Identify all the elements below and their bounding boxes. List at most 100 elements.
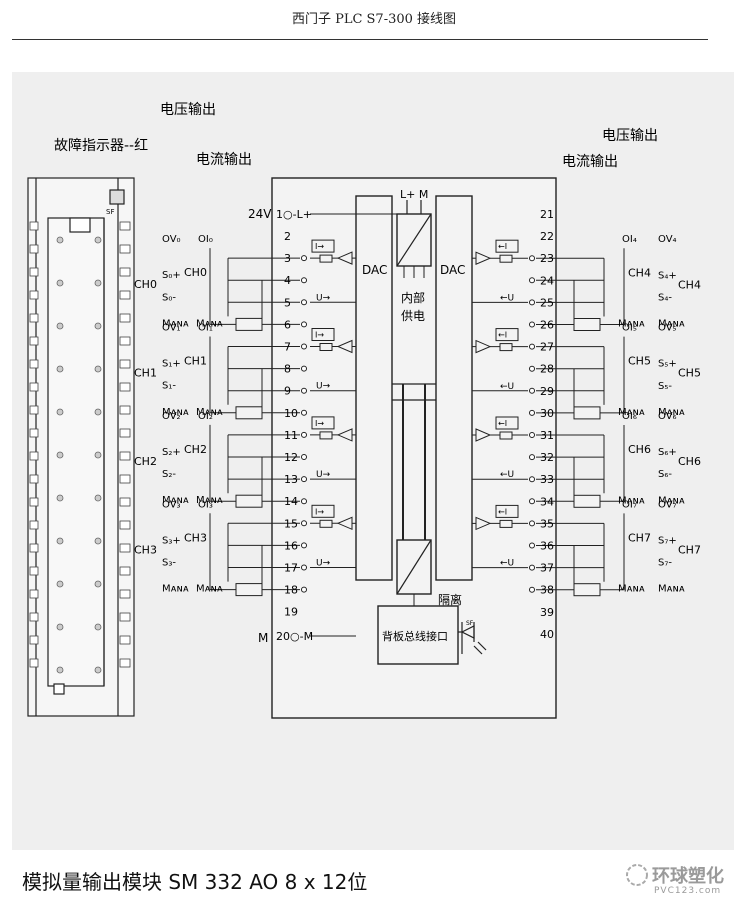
pin-39-label: 39 (540, 606, 554, 619)
load-resistor (235, 317, 263, 331)
pin-38-label: 38 (540, 584, 554, 597)
left-sense-plus-label: S₃+ (162, 535, 181, 546)
sf-label: SF (106, 208, 114, 216)
figure-caption: 模拟量输出模块 SM 332 AO 8 x 12位 (22, 870, 368, 894)
left-sense-minus-label: S₂- (162, 469, 176, 480)
left-mana-label: Mᴀɴᴀ (196, 495, 223, 506)
front-terminal-slot (119, 566, 131, 576)
front-terminal-slot (119, 221, 131, 231)
front-terminal-slot (29, 244, 39, 254)
right-oi-label: OI₆ (622, 411, 637, 422)
load-resistor (235, 406, 263, 420)
left-mana-label: Mᴀɴᴀ (162, 318, 189, 329)
left-mana-label: Mᴀɴᴀ (162, 407, 189, 418)
pin-35-label: 35 (540, 517, 554, 530)
front-terminal-slot (29, 589, 39, 599)
right-sense-minus-label: S₄- (658, 292, 672, 303)
current-source-box (311, 416, 335, 430)
left-sense-plus-label: S₂+ (162, 447, 181, 458)
pin-24-label: 24 (540, 274, 554, 287)
led-sf-label: SF (466, 620, 474, 627)
watermark-url: PVC123.com (654, 886, 722, 896)
left-mana-label: Mᴀɴᴀ (196, 318, 223, 329)
left-channel-label: CH1 (134, 367, 157, 380)
left-channel-label: CH0 (134, 278, 157, 291)
pin-4-label: 4 (284, 274, 291, 287)
left-ov-label: OV₁ (162, 323, 181, 334)
load-resistor (235, 494, 263, 508)
front-rivet (56, 580, 64, 588)
right-channel-label: CH5 (678, 367, 701, 380)
internal-power-label: 内部 (401, 290, 425, 305)
right-sense-minus-label: S₇- (658, 558, 672, 569)
front-terminal-slot (119, 520, 131, 530)
pin-30-label: 30 (540, 407, 554, 420)
pin-34-label: 34 (540, 495, 554, 508)
right-ov-label: OV₅ (658, 323, 677, 334)
pin-25-label: 25 (540, 296, 554, 309)
dac-label-right: DAC (440, 263, 465, 277)
right-channel-label: CH5 (628, 355, 651, 368)
current-source-box (495, 328, 519, 342)
supply-lplus-m-label: L+ M (400, 188, 428, 201)
front-terminal-slot (119, 497, 131, 507)
pin-12-terminal (301, 454, 307, 460)
front-rivet (94, 537, 102, 545)
pin-27-terminal (529, 343, 535, 350)
front-terminal-slot (29, 359, 39, 369)
right-mana-label: Mᴀɴᴀ (658, 319, 685, 330)
pin-8-label: 8 (284, 363, 291, 376)
pin-4-terminal (301, 277, 307, 284)
pin-13-label: 13 (284, 473, 298, 486)
voltage-arrow-label: U→ (316, 382, 331, 392)
left-ov-label: OV₂ (162, 411, 181, 422)
front-terminal-slot (119, 589, 131, 599)
front-terminal-slot (29, 428, 39, 438)
pin-3-terminal (301, 255, 307, 262)
backplane-interface-box (377, 605, 459, 665)
pin-33-terminal (529, 476, 535, 483)
current-source-label: ←I (498, 507, 507, 516)
pin-15-label: 15 (284, 517, 298, 530)
voltage-arrow-label: U→ (316, 559, 331, 569)
front-terminal-slot (29, 635, 39, 645)
front-rivet (56, 537, 64, 545)
front-rivet (56, 666, 64, 674)
left-sense-plus-label: S₀+ (162, 270, 181, 281)
current-source-box (495, 239, 519, 253)
front-terminal-slot (29, 543, 39, 553)
pin-5-terminal (301, 299, 307, 306)
pin-33-label: 33 (540, 473, 554, 486)
resistor (499, 431, 513, 440)
pin-28-label: 28 (540, 363, 554, 376)
voltage-output-label-right: 电压输出 (602, 128, 658, 144)
left-mana-label: Mᴀɴᴀ (196, 407, 223, 418)
front-terminal-slot (29, 290, 39, 300)
current-output-label-right: 电流输出 (562, 154, 618, 170)
pin-13-terminal (301, 476, 307, 483)
pin-20-label: 20○-M (276, 630, 313, 643)
left-channel-label: CH1 (184, 355, 207, 368)
right-channel-label: CH6 (628, 443, 651, 456)
dac-label-left: DAC (362, 263, 387, 277)
right-ov-label: OV₇ (658, 499, 677, 510)
front-terminal-slot (119, 313, 131, 323)
backplane-label: 背板总线接口 (382, 629, 448, 643)
left-sense-minus-label: S₀- (162, 292, 176, 303)
left-oi-label: OI₁ (198, 323, 213, 334)
resistor (499, 519, 513, 528)
right-oi-label: OI₅ (622, 323, 637, 334)
left-sense-plus-label: S₁+ (162, 359, 181, 370)
front-rivet (94, 408, 102, 416)
front-rivet (94, 666, 102, 674)
left-channel-label: CH3 (134, 543, 157, 556)
right-sense-plus-label: S₅+ (658, 359, 677, 370)
front-terminal-slot (119, 451, 131, 461)
right-mana-label: Mᴀɴᴀ (618, 407, 645, 418)
front-terminal-slot (29, 497, 39, 507)
watermark-brand: 环球塑化 (652, 866, 724, 887)
front-terminal-slot (119, 382, 131, 392)
front-rivet (94, 322, 102, 330)
front-rivet (56, 451, 64, 459)
